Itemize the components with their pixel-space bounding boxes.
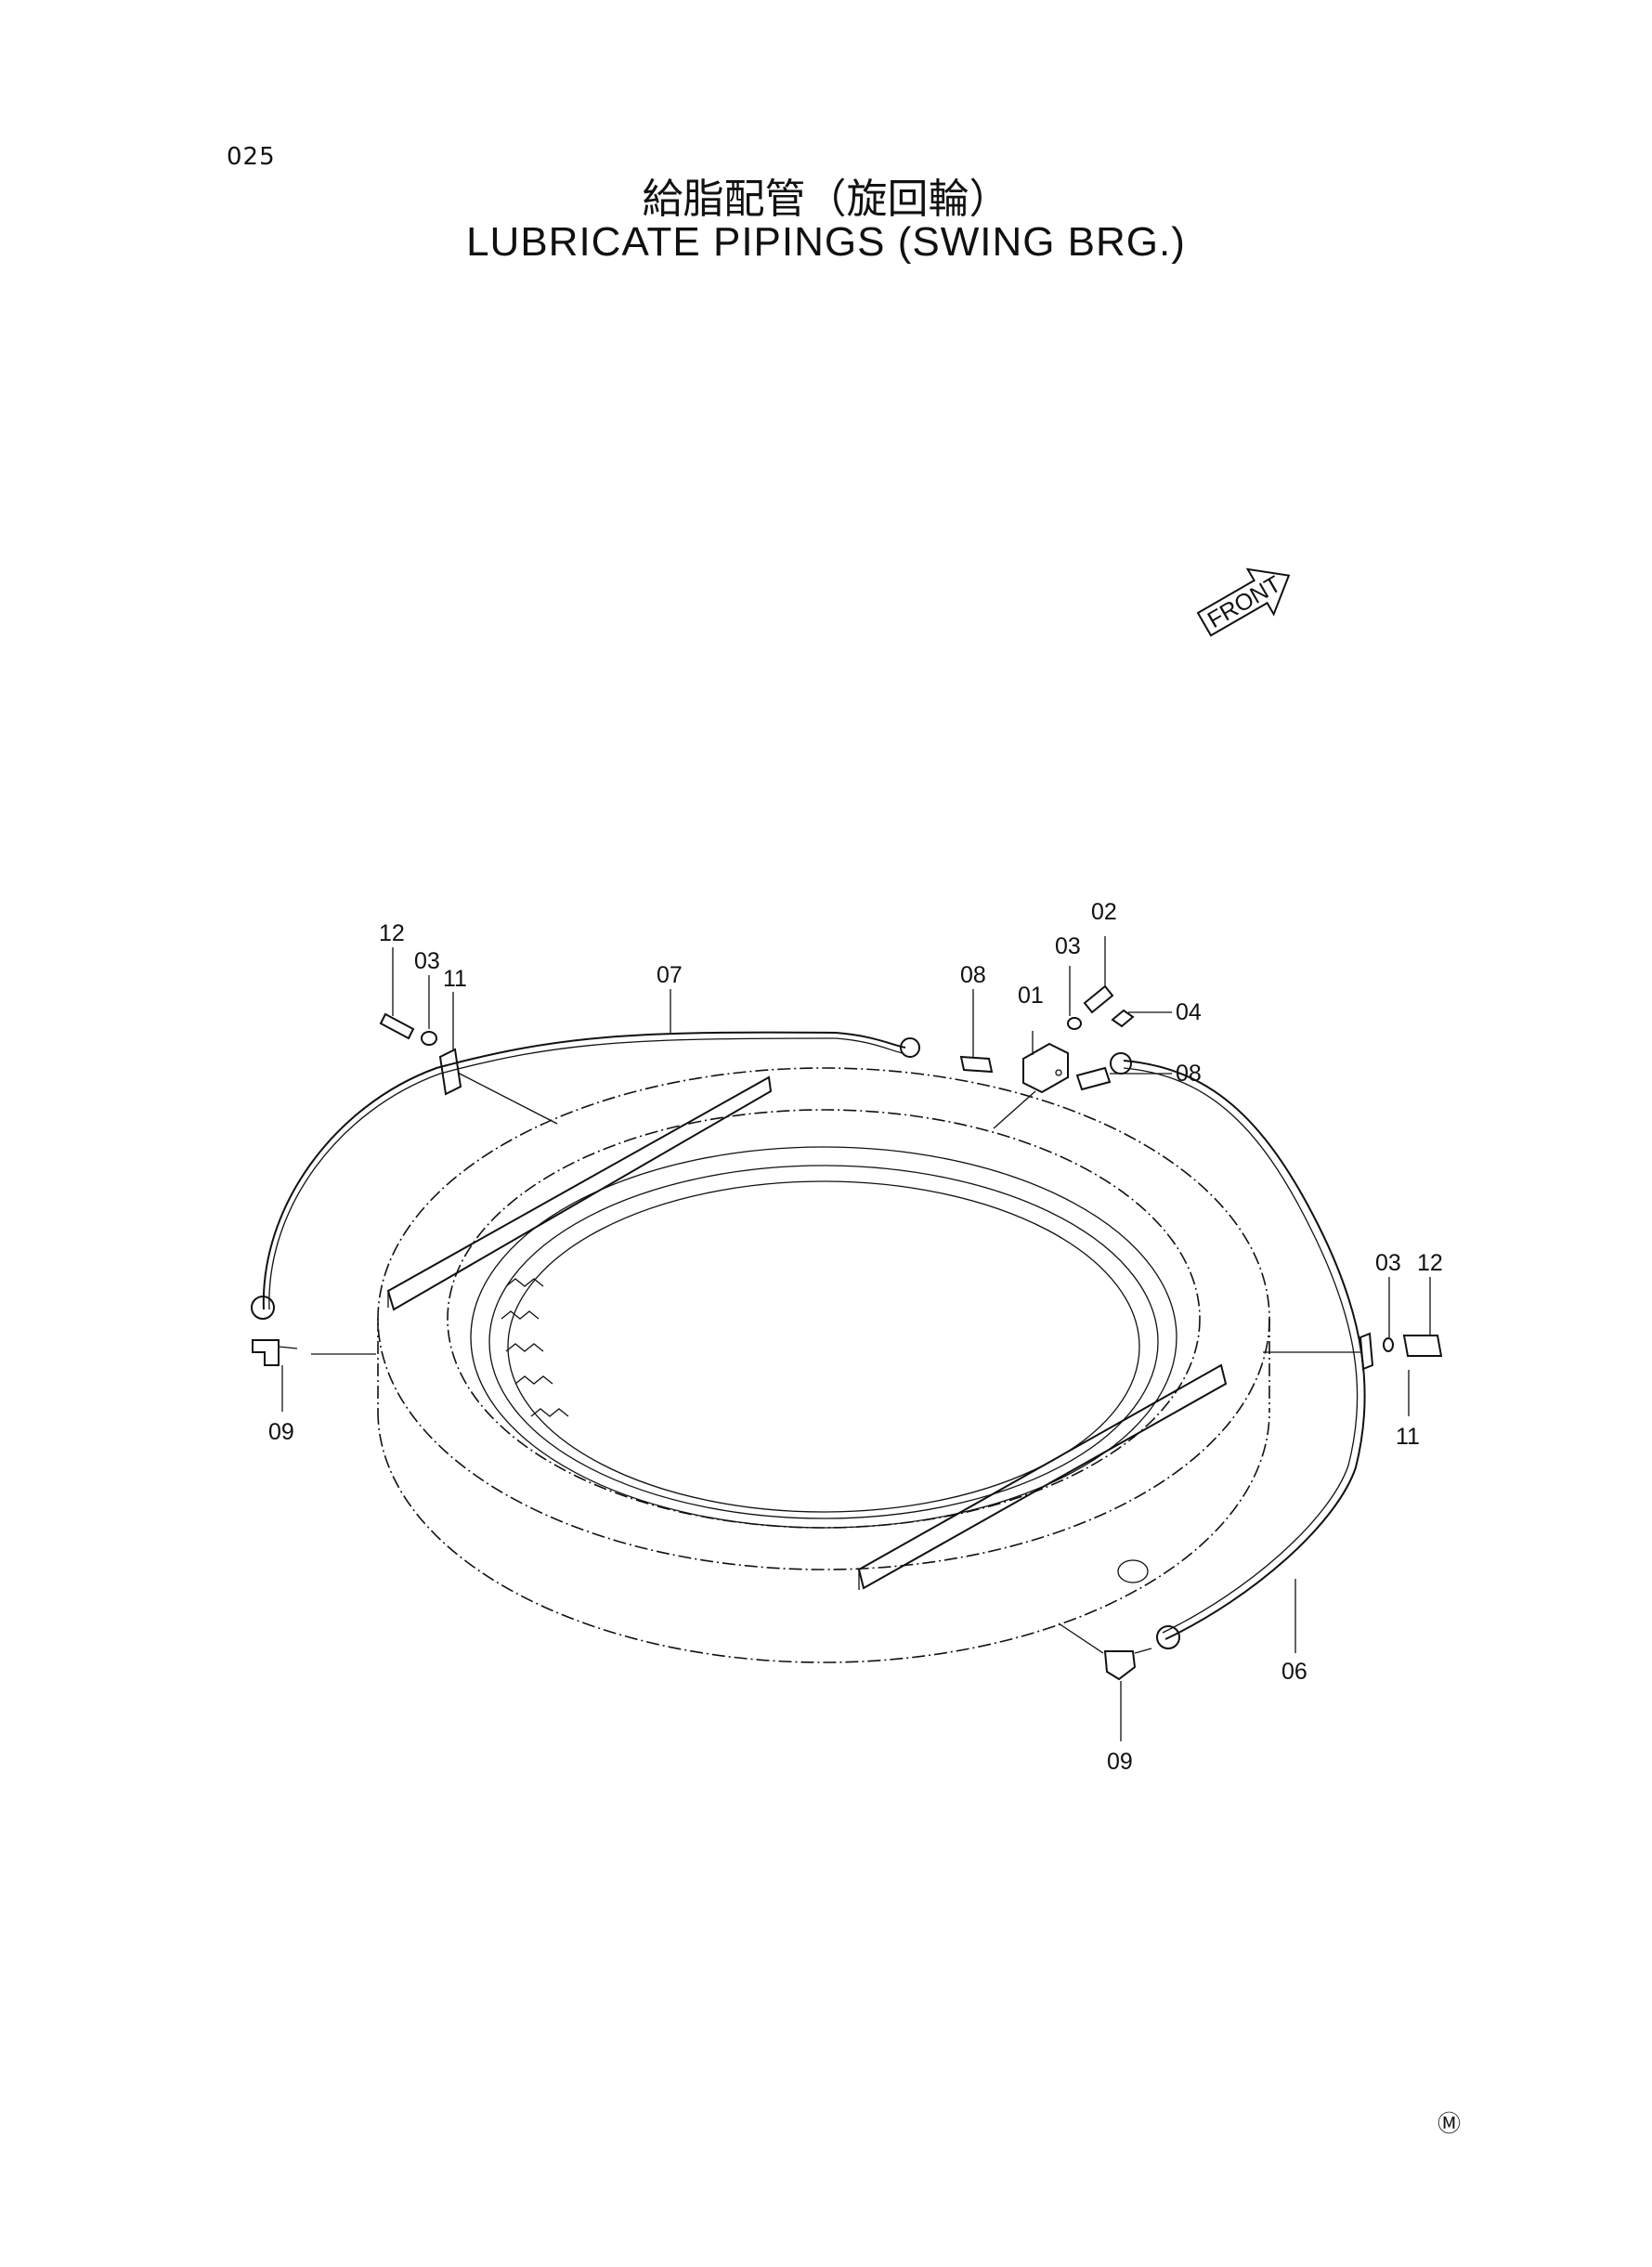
fitting-08-left — [900, 1037, 994, 1074]
callout-12-right: 12 — [1417, 1250, 1443, 1276]
callout-11-left: 11 — [443, 966, 467, 992]
callout-09-left: 09 — [268, 1419, 294, 1445]
pipe-07 — [251, 1031, 906, 1320]
fitting-08-right — [1075, 1066, 1112, 1091]
callout-03-left: 03 — [414, 948, 440, 974]
title-english: LUBRICATE PIPINGS (SWING BRG.) — [466, 219, 1186, 265]
callout-12-left: 12 — [379, 920, 405, 946]
callout-01: 01 — [1018, 983, 1044, 1009]
elbow-09-right — [1103, 1648, 1152, 1681]
callout-02: 02 — [1091, 899, 1117, 925]
title-japanese: 給脂配管（旋回輪） — [642, 176, 1010, 223]
bolt-12-left — [379, 1012, 415, 1040]
washer-03-left — [421, 1031, 437, 1046]
front-arrow: FRONT — [1196, 567, 1291, 637]
clamp-11-left — [438, 1048, 462, 1096]
bolt-12-right — [1402, 1335, 1443, 1357]
callout-09-right: 09 — [1107, 1749, 1133, 1775]
callout-07: 07 — [657, 962, 683, 988]
callout-03-top: 03 — [1055, 933, 1081, 959]
page-number: 025 — [227, 143, 276, 171]
callout-03-right: 03 — [1375, 1250, 1401, 1276]
callout-08-left: 08 — [960, 962, 986, 988]
bolt-02 — [1083, 984, 1114, 1014]
pipe-06 — [1110, 1052, 1366, 1649]
m-mark: Ⓜ — [1437, 2111, 1461, 2137]
washer-03-top — [1067, 1017, 1082, 1030]
swing-bearing — [377, 1067, 1270, 1663]
fitting-04 — [1111, 1009, 1135, 1028]
callout-04: 04 — [1176, 999, 1202, 1025]
elbow-09-left — [252, 1339, 298, 1366]
cross-bar-top — [386, 1075, 773, 1311]
callout-08-right: 08 — [1176, 1061, 1202, 1087]
washer-03-right — [1383, 1337, 1394, 1352]
leader-lines — [281, 936, 1431, 1741]
distribution-block-01 — [1022, 1042, 1069, 1094]
callout-06: 06 — [1281, 1659, 1307, 1685]
cross-bar-bottom — [857, 1363, 1228, 1590]
clamp-11-right — [1359, 1332, 1374, 1371]
callout-11-right: 11 — [1396, 1424, 1420, 1450]
